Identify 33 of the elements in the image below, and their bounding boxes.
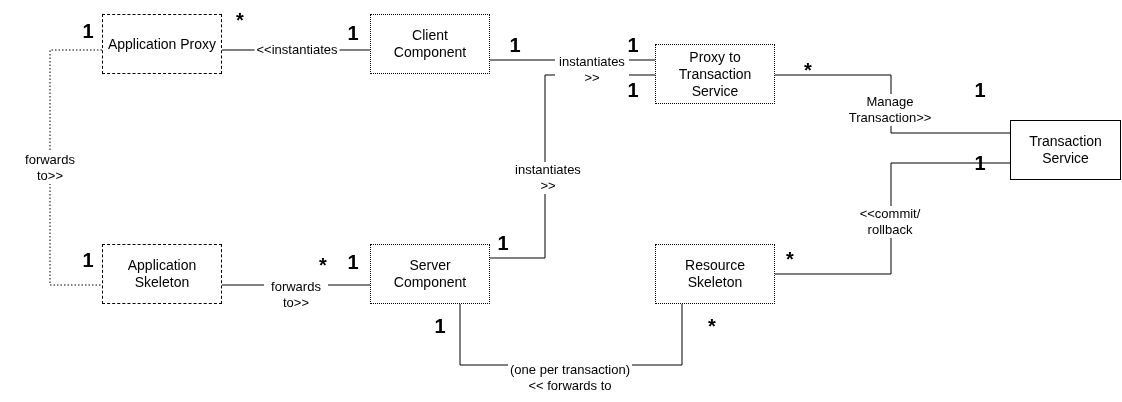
multiplicity-label: 1 <box>497 233 509 253</box>
multiplicity-label: * <box>786 249 794 269</box>
class-name: Application Proxy <box>106 35 218 53</box>
class-box <box>370 244 490 304</box>
class-name: Proxy to Transaction Service <box>677 48 753 100</box>
class-box <box>102 14 222 74</box>
class-name: Transaction Service <box>1028 133 1103 167</box>
multiplicity-label: 1 <box>82 21 94 41</box>
association-line <box>774 162 1011 275</box>
class-box <box>102 244 222 304</box>
class-box <box>1010 120 1121 180</box>
class-name: Application Skeleton <box>126 257 198 291</box>
multiplicity-label: 1 <box>509 35 521 55</box>
class-box <box>370 14 490 74</box>
association-line <box>49 49 103 286</box>
class-box <box>655 44 775 104</box>
class-box <box>655 244 775 304</box>
class-name: Server Component <box>392 257 468 291</box>
multiplicity-label: * <box>236 10 244 30</box>
class-name: Client Component <box>392 27 468 61</box>
multiplicity-label: 1 <box>627 35 639 55</box>
multiplicity-label: 1 <box>974 80 986 100</box>
multiplicity-label: 1 <box>347 252 359 272</box>
multiplicity-label: 1 <box>347 23 359 43</box>
multiplicity-label: * <box>804 60 812 80</box>
multiplicity-label: 1 <box>82 250 94 270</box>
multiplicity-label: 1 <box>434 316 446 336</box>
association-line <box>774 74 1011 134</box>
multiplicity-label: 1 <box>627 80 639 100</box>
class-name: Resource Skeleton <box>684 257 746 291</box>
multiplicity-label: * <box>319 255 327 275</box>
multiplicity-label: * <box>708 316 716 336</box>
multiplicity-label: 1 <box>974 153 986 173</box>
